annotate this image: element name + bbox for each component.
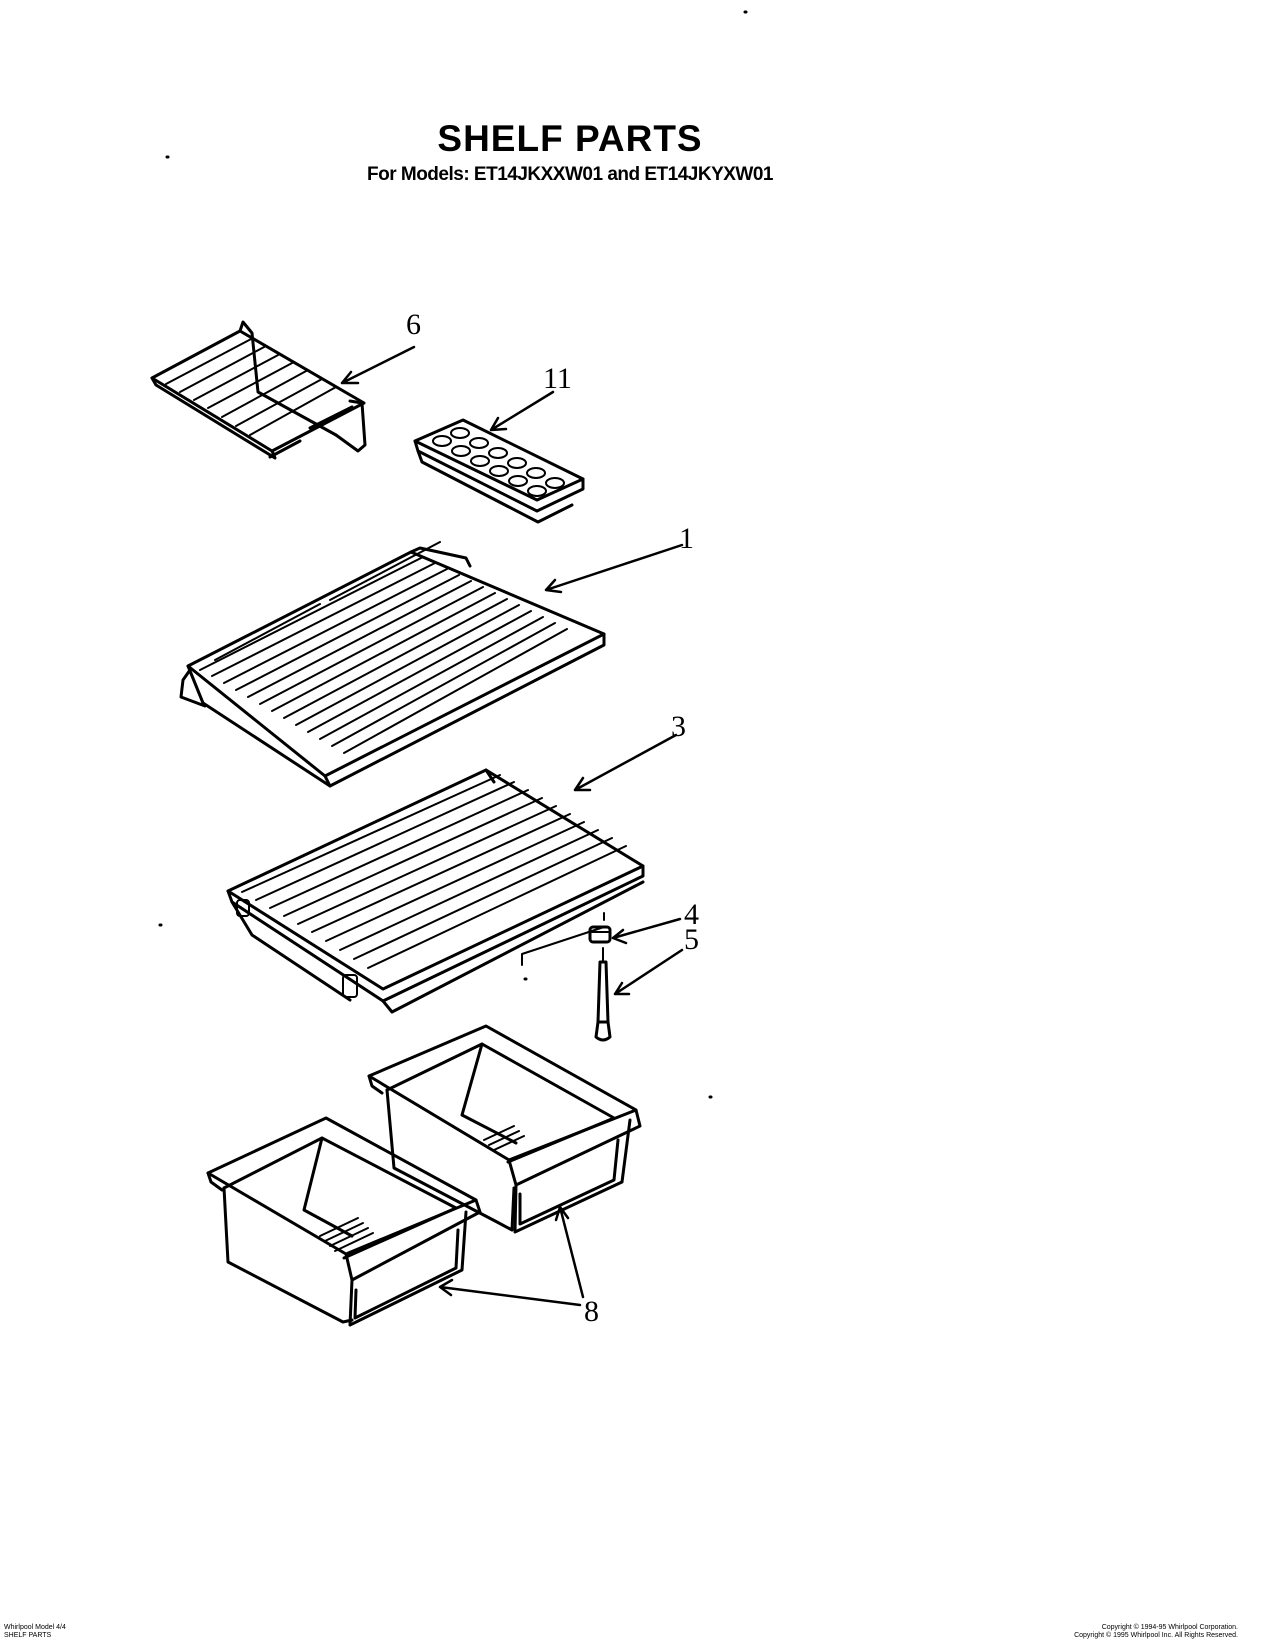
callout-3: 3: [671, 710, 686, 743]
leader-arrow-1: [544, 543, 684, 594]
part-5-support-rod: [594, 947, 612, 1042]
leader-arrow-8b: [438, 1278, 582, 1307]
part-8-crisper-drawer-front: [206, 1116, 482, 1327]
leader-arrow-3: [573, 733, 678, 792]
part-4-cap: [588, 925, 612, 944]
callout-1: 1: [679, 522, 694, 555]
leader-arrow-8a: [554, 1205, 585, 1299]
callout-11: 11: [543, 362, 572, 395]
scan-specks: [158, 10, 748, 1099]
part-11-ice-tray: [413, 418, 585, 524]
part-1-wire-shelf: [179, 541, 606, 788]
callout-8: 8: [584, 1295, 599, 1328]
part-8-crisper-drawer-rear: [367, 1024, 642, 1234]
footer-copyright-1: Copyright © 1994-95 Whirlpool Corporatio…: [1101, 1624, 1238, 1631]
footer-left: Whirlpool Model 4/4 SHELF PARTS: [4, 1624, 66, 1640]
leader-arrow-4: [611, 917, 682, 945]
footer-model-line: Whirlpool Model 4/4: [4, 1624, 66, 1631]
leader-arrow-6: [340, 345, 416, 385]
model-subtitle: For Models: ET14JKXXW01 and ET14JKYXW01: [366, 164, 774, 185]
page-title: SHELF PARTS: [437, 118, 703, 159]
callout-6: 6: [406, 308, 421, 341]
part-6-wire-shelf: [150, 320, 367, 460]
leader-arrow-11: [489, 390, 555, 432]
footer-right: Copyright © 1994-95 Whirlpool Corporatio…: [1074, 1624, 1238, 1640]
callout-5: 5: [684, 923, 699, 956]
callout-4: 4: [684, 898, 699, 931]
part-3-shelf-frame: [226, 768, 645, 1014]
leader-arrow-5: [613, 948, 684, 996]
footer-section-line: SHELF PARTS: [4, 1632, 52, 1639]
footer-copyright-2: Copyright © 1995 Whirlpool Inc. All Righ…: [1074, 1632, 1238, 1639]
detail-bracket: [521, 912, 605, 966]
